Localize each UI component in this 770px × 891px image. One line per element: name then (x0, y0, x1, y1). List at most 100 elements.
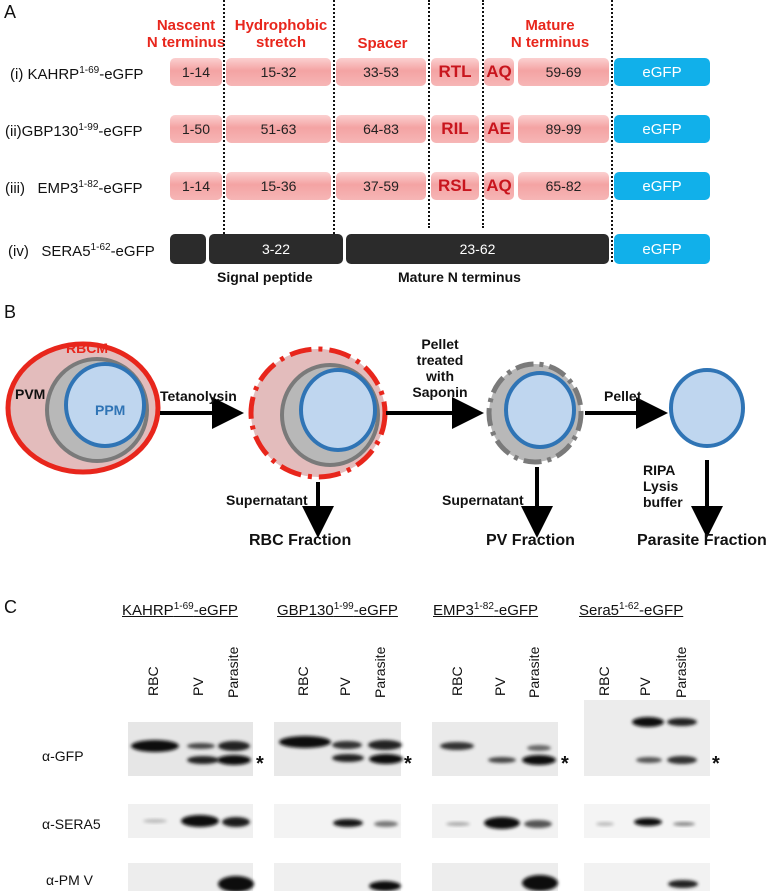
header-nascent-line1: Nascent (156, 17, 216, 34)
parasite (669, 368, 745, 448)
construct-suffix: -eGFP (639, 602, 684, 619)
segment-egfp: eGFP (614, 234, 710, 264)
segment-pexel-motif: RTL (431, 58, 479, 86)
segment-hydrophobic: 15-32 (226, 58, 331, 86)
header-nascent-line2: N terminus (146, 34, 226, 51)
blot-sera5-gbp130 (274, 804, 401, 838)
lane-label: Parasite (673, 646, 689, 698)
fractionation-diagram (5, 341, 745, 538)
label-tetanolysin: Tetanolysin (160, 388, 237, 404)
segment-hydrophobic: 15-36 (226, 172, 331, 200)
header-nascent: Nascent N terminus (133, 17, 239, 51)
ripa-line: Lysis (643, 478, 679, 494)
blot-label-sera5: α-SERA5 (42, 816, 101, 832)
segment-mature-n-terminus: 23-62 (346, 234, 609, 264)
divider-line (223, 0, 225, 262)
label-ripa: RIPA Lysis buffer (643, 462, 683, 510)
construct-suffix: -eGFP (110, 243, 155, 260)
blot-construct-title: EMP31-82-eGFP (433, 601, 538, 619)
label-pv-fraction: PV Fraction (486, 532, 575, 549)
segment-egfp: eGFP (614, 58, 710, 86)
row-label: (i) KAHRP1-69-eGFP (10, 65, 143, 83)
blot-gfp-sera5 (584, 700, 710, 776)
infected-rbc (5, 341, 161, 475)
blot-construct-title: Sera51-62-eGFP (579, 601, 683, 619)
construct-name: GBP130 (277, 602, 334, 619)
construct-range: 1-99 (78, 122, 99, 133)
segment-signal-peptide: 3-22 (209, 234, 343, 264)
header-mature-line1: Mature (525, 17, 575, 34)
construct-range: 1-69 (173, 601, 194, 612)
ripa-line: buffer (643, 494, 683, 510)
blot-label-gfp: α-GFP (42, 748, 84, 764)
segment-spacer: 64-83 (336, 115, 426, 143)
label-supernatant-2: Supernatant (442, 492, 524, 508)
construct-range: 1-62 (619, 601, 640, 612)
lane-label: PV (190, 677, 206, 696)
panel-a-label: A (4, 2, 17, 22)
segment-spacer: 33-53 (336, 58, 426, 86)
row-label: (iv) SERA51-62-eGFP (8, 242, 155, 260)
lane-label: PV (337, 677, 353, 696)
construct-range: 1-82 (473, 601, 494, 612)
lane-label: Parasite (372, 646, 388, 698)
row-number: (i) (10, 66, 24, 83)
saponin-line: treated (416, 352, 464, 368)
ripa-line: RIPA (643, 462, 676, 478)
label-ppm: PPM (95, 402, 126, 418)
segment-hydrophobic: 51-63 (226, 115, 331, 143)
construct-suffix: -eGFP (99, 66, 144, 83)
saponin-line: with (426, 368, 454, 384)
construct-name: EMP3 (433, 602, 474, 619)
header-hydrophobic: Hydrophobic stretch (226, 17, 336, 51)
construct-range: 1-62 (90, 242, 111, 253)
segment-spacer: 37-59 (336, 172, 426, 200)
row-number: (ii) (5, 123, 22, 140)
lane-label: Parasite (225, 646, 241, 698)
blot-sera5-kahrp (128, 804, 253, 838)
header-hydrophobic-line2: stretch (255, 34, 307, 51)
lane-label: Parasite (526, 646, 542, 698)
blot-pmv-emp3 (432, 863, 558, 891)
construct-suffix: -eGFP (493, 602, 539, 619)
label-rbcm: RBCM (66, 340, 108, 356)
construct-name: Sera5 (579, 602, 620, 619)
segment-mature: 89-99 (518, 115, 609, 143)
western-blots (128, 700, 710, 891)
label-pellet: Pellet (604, 388, 642, 404)
segment-pexel-motif: RSL (431, 172, 479, 200)
lane-label: RBC (145, 666, 161, 696)
blot-sera5-emp3 (432, 804, 558, 838)
lane-label: PV (492, 677, 508, 696)
lane-label: RBC (449, 666, 465, 696)
blot-pmv-sera5 (584, 863, 710, 891)
label-rbc-fraction: RBC Fraction (249, 532, 352, 549)
blot-gfp-emp3 (432, 722, 558, 776)
asterisk-marker: * (256, 753, 264, 775)
divider-line (611, 0, 613, 262)
segment-nascent: 1-50 (170, 115, 222, 143)
construct-name: KAHRP (122, 602, 174, 619)
label-mature-n-terminus: Mature N terminus (398, 269, 521, 285)
divider-line (428, 0, 430, 228)
lane-label: RBC (596, 666, 612, 696)
blot-gfp-gbp130 (274, 722, 403, 776)
label-saponin-step: Pellet treated with Saponin (412, 336, 468, 400)
segment-mature: 59-69 (518, 58, 609, 86)
construct-range: 1-82 (78, 179, 99, 190)
blot-construct-title: GBP1301-99-eGFP (277, 601, 398, 619)
segment-mature: 65-82 (518, 172, 609, 200)
segment-nascent: 1-14 (170, 172, 222, 200)
label-pvm: PVM (15, 386, 46, 402)
divider-line (333, 0, 335, 262)
segment-pexel-motif: RIL (431, 115, 479, 143)
panel-b-label: B (4, 302, 17, 322)
blot-label-pmv: α-PM V (46, 872, 93, 888)
construct-name: GBP130 (21, 123, 79, 140)
blot-gfp-kahrp (128, 722, 253, 776)
label-supernatant-1: Supernatant (226, 492, 308, 508)
header-hydrophobic-line1: Hydrophobic (234, 17, 328, 34)
segment-cleavage: AE (484, 115, 514, 143)
saponin-line: Saponin (412, 384, 468, 400)
construct-suffix: -eGFP (98, 123, 143, 140)
